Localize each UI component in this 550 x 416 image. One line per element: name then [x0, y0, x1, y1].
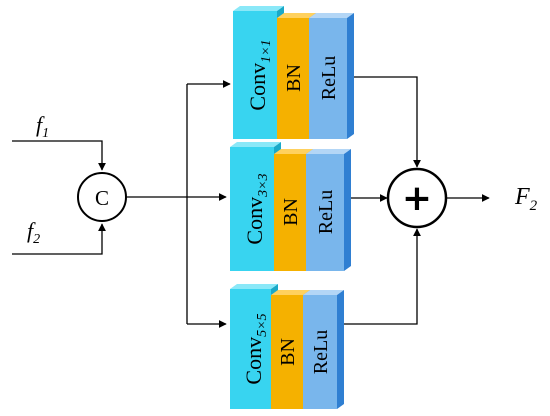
- relu-face-3x3: [306, 154, 344, 271]
- relu-label-1x1: ReLu: [318, 56, 340, 100]
- conv-block-5x5: Conv5×5: [230, 284, 278, 409]
- bn-face-3x3: [274, 154, 306, 271]
- branch-3x3: Conv3×3 BN ReLu: [230, 142, 351, 271]
- conv-face-5x5: [230, 289, 271, 409]
- bn-label-1x1: BN: [283, 64, 305, 92]
- relu-label-3x3: ReLu: [315, 190, 337, 234]
- arrow-from-branch-1x1: [354, 76, 421, 168]
- conv-face-1x1: [233, 11, 277, 139]
- conv-block-3x3: Conv3×3: [230, 142, 281, 271]
- relu-face-1x1: [309, 18, 347, 139]
- relu-face-5x5: [303, 295, 337, 409]
- concat-label: C: [95, 186, 109, 210]
- input-f1: f1: [12, 112, 106, 171]
- output-label: F2: [514, 184, 538, 214]
- input-f1-label: f1: [36, 112, 49, 141]
- branch-1x1: Conv1×1 BN ReLu: [233, 6, 354, 139]
- bn-face-5x5: [271, 295, 303, 409]
- bn-label-5x5: BN: [277, 338, 299, 366]
- relu-block-5x5: ReLu: [303, 290, 344, 409]
- conv-label-3x3: Conv3×3: [242, 173, 271, 244]
- sum-node: +: [386, 167, 448, 229]
- input-f2: f2: [12, 218, 106, 255]
- bn-face-1x1: [277, 18, 309, 139]
- split-connectors: [126, 80, 231, 328]
- arrow-from-branch-5x5: [344, 228, 421, 325]
- input-f1-arrow: [12, 140, 106, 171]
- merge-connectors: [344, 76, 421, 325]
- conv-label-1x1: Conv1×1: [245, 39, 274, 110]
- plus-icon: +: [402, 178, 432, 219]
- bn-label-3x3: BN: [280, 198, 302, 226]
- conv-label-5x5: Conv5×5: [241, 313, 270, 384]
- branch-5x5: Conv5×5 BN ReLu: [230, 284, 344, 409]
- output-f2: F2: [446, 184, 538, 214]
- concat-node: C: [77, 172, 127, 222]
- relu-label-5x5: ReLu: [310, 330, 332, 374]
- input-f2-arrow: [12, 223, 106, 255]
- conv-block-1x1: Conv1×1: [233, 6, 284, 139]
- relu-block-3x3: ReLu: [306, 149, 351, 271]
- conv-face-3x3: [230, 147, 274, 271]
- relu-block-1x1: ReLu: [309, 13, 354, 139]
- input-f2-label: f2: [27, 218, 40, 247]
